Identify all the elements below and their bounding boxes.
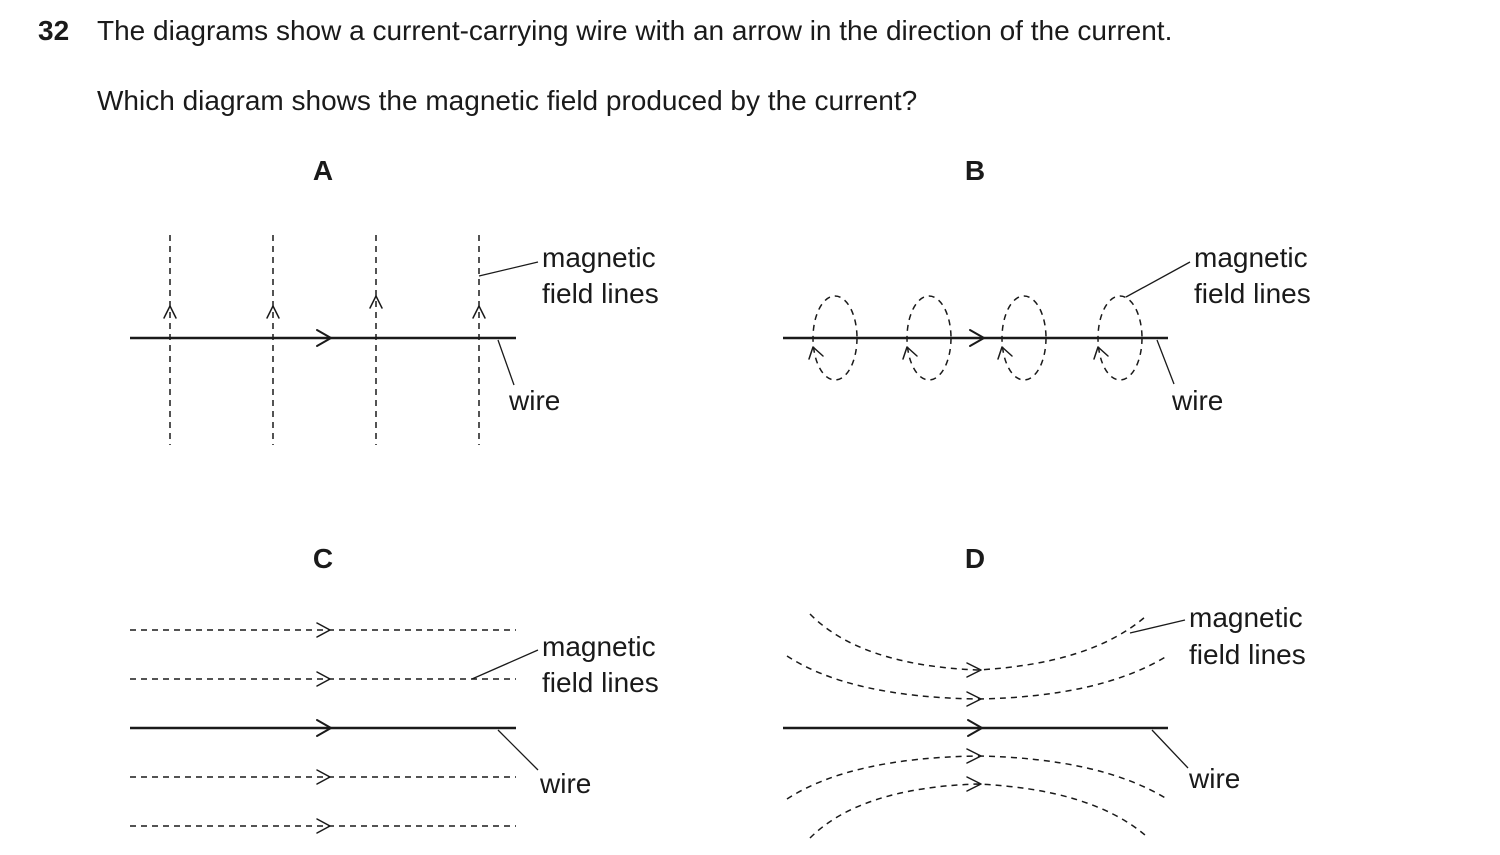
- diagram-a-label: A: [313, 155, 333, 186]
- diagram-b-field-arrow: [902, 346, 918, 360]
- diagram-d-wire-label: wire: [1188, 763, 1240, 794]
- diagram-b: B magnetic field lines wire: [783, 155, 1311, 416]
- diagram-d-field-line: [786, 755, 1168, 800]
- diagram-c: C magnetic field lines wire: [130, 543, 659, 834]
- diagram-a-field-arrow: [472, 305, 486, 319]
- diagram-b-field-label: field lines: [1194, 278, 1311, 309]
- diagram-a: A magnetic field lines wire: [130, 155, 659, 445]
- diagram-a-field-arrow: [266, 305, 280, 319]
- diagram-b-field-label: magnetic: [1194, 242, 1308, 273]
- diagram-d-field-arrow: [966, 776, 982, 792]
- diagram-b-wire-leader: [1156, 339, 1175, 385]
- diagram-a-field-leader: [478, 261, 539, 277]
- diagram-b-wire-label: wire: [1171, 385, 1223, 416]
- diagram-d-field-arrow: [966, 748, 982, 764]
- diagram-c-field-leader: [471, 649, 539, 680]
- diagram-c-field-arrow: [316, 671, 331, 687]
- diagram-c-field-label: magnetic: [542, 631, 656, 662]
- question-stem: The diagrams show a current-carrying wir…: [97, 15, 1172, 46]
- diagram-c-label: C: [313, 543, 333, 574]
- diagram-a-wire-leader: [497, 339, 515, 386]
- diagram-c-field-arrow: [316, 818, 331, 834]
- diagram-c-current-arrow: [316, 719, 332, 737]
- diagram-d-wire-leader: [1151, 729, 1189, 769]
- diagram-b-field-arrow: [997, 346, 1013, 360]
- diagram-d-field-arrow: [966, 691, 982, 707]
- question-prompt: Which diagram shows the magnetic field p…: [97, 85, 917, 116]
- diagram-a-field-label: field lines: [542, 278, 659, 309]
- diagram-d-field-line: [786, 655, 1168, 700]
- diagram-b-field-arrow: [808, 346, 824, 360]
- diagram-c-field-label: field lines: [542, 667, 659, 698]
- diagram-d-field-line: [809, 613, 1146, 671]
- diagram-c-wire-leader: [497, 729, 539, 771]
- diagram-d-field-label: magnetic: [1189, 602, 1303, 633]
- diagram-b-field-leader: [1125, 261, 1191, 298]
- diagram-a-wire-label: wire: [508, 385, 560, 416]
- diagram-d-label: D: [965, 543, 985, 574]
- diagram-b-current-arrow: [969, 329, 985, 347]
- diagram-a-current-arrow: [316, 329, 332, 347]
- diagram-b-field-arrow: [1093, 346, 1109, 360]
- diagram-a-field-label: magnetic: [542, 242, 656, 273]
- diagram-c-field-arrow: [316, 769, 331, 785]
- diagram-d-current-arrow: [967, 719, 983, 737]
- diagram-d-field-label: field lines: [1189, 639, 1306, 670]
- diagram-d-field-line: [809, 783, 1146, 839]
- diagram-c-field-arrow: [316, 622, 331, 638]
- diagram-c-wire-label: wire: [539, 768, 591, 799]
- diagram-d-field-arrow: [966, 662, 982, 678]
- diagram-b-label: B: [965, 155, 985, 186]
- question-number: 32: [38, 15, 69, 46]
- diagram-d-field-leader: [1129, 619, 1186, 634]
- diagram-d: D magnetic field lines wire: [783, 543, 1306, 839]
- diagram-a-field-arrow: [163, 305, 177, 319]
- diagram-a-field-arrow: [369, 295, 383, 309]
